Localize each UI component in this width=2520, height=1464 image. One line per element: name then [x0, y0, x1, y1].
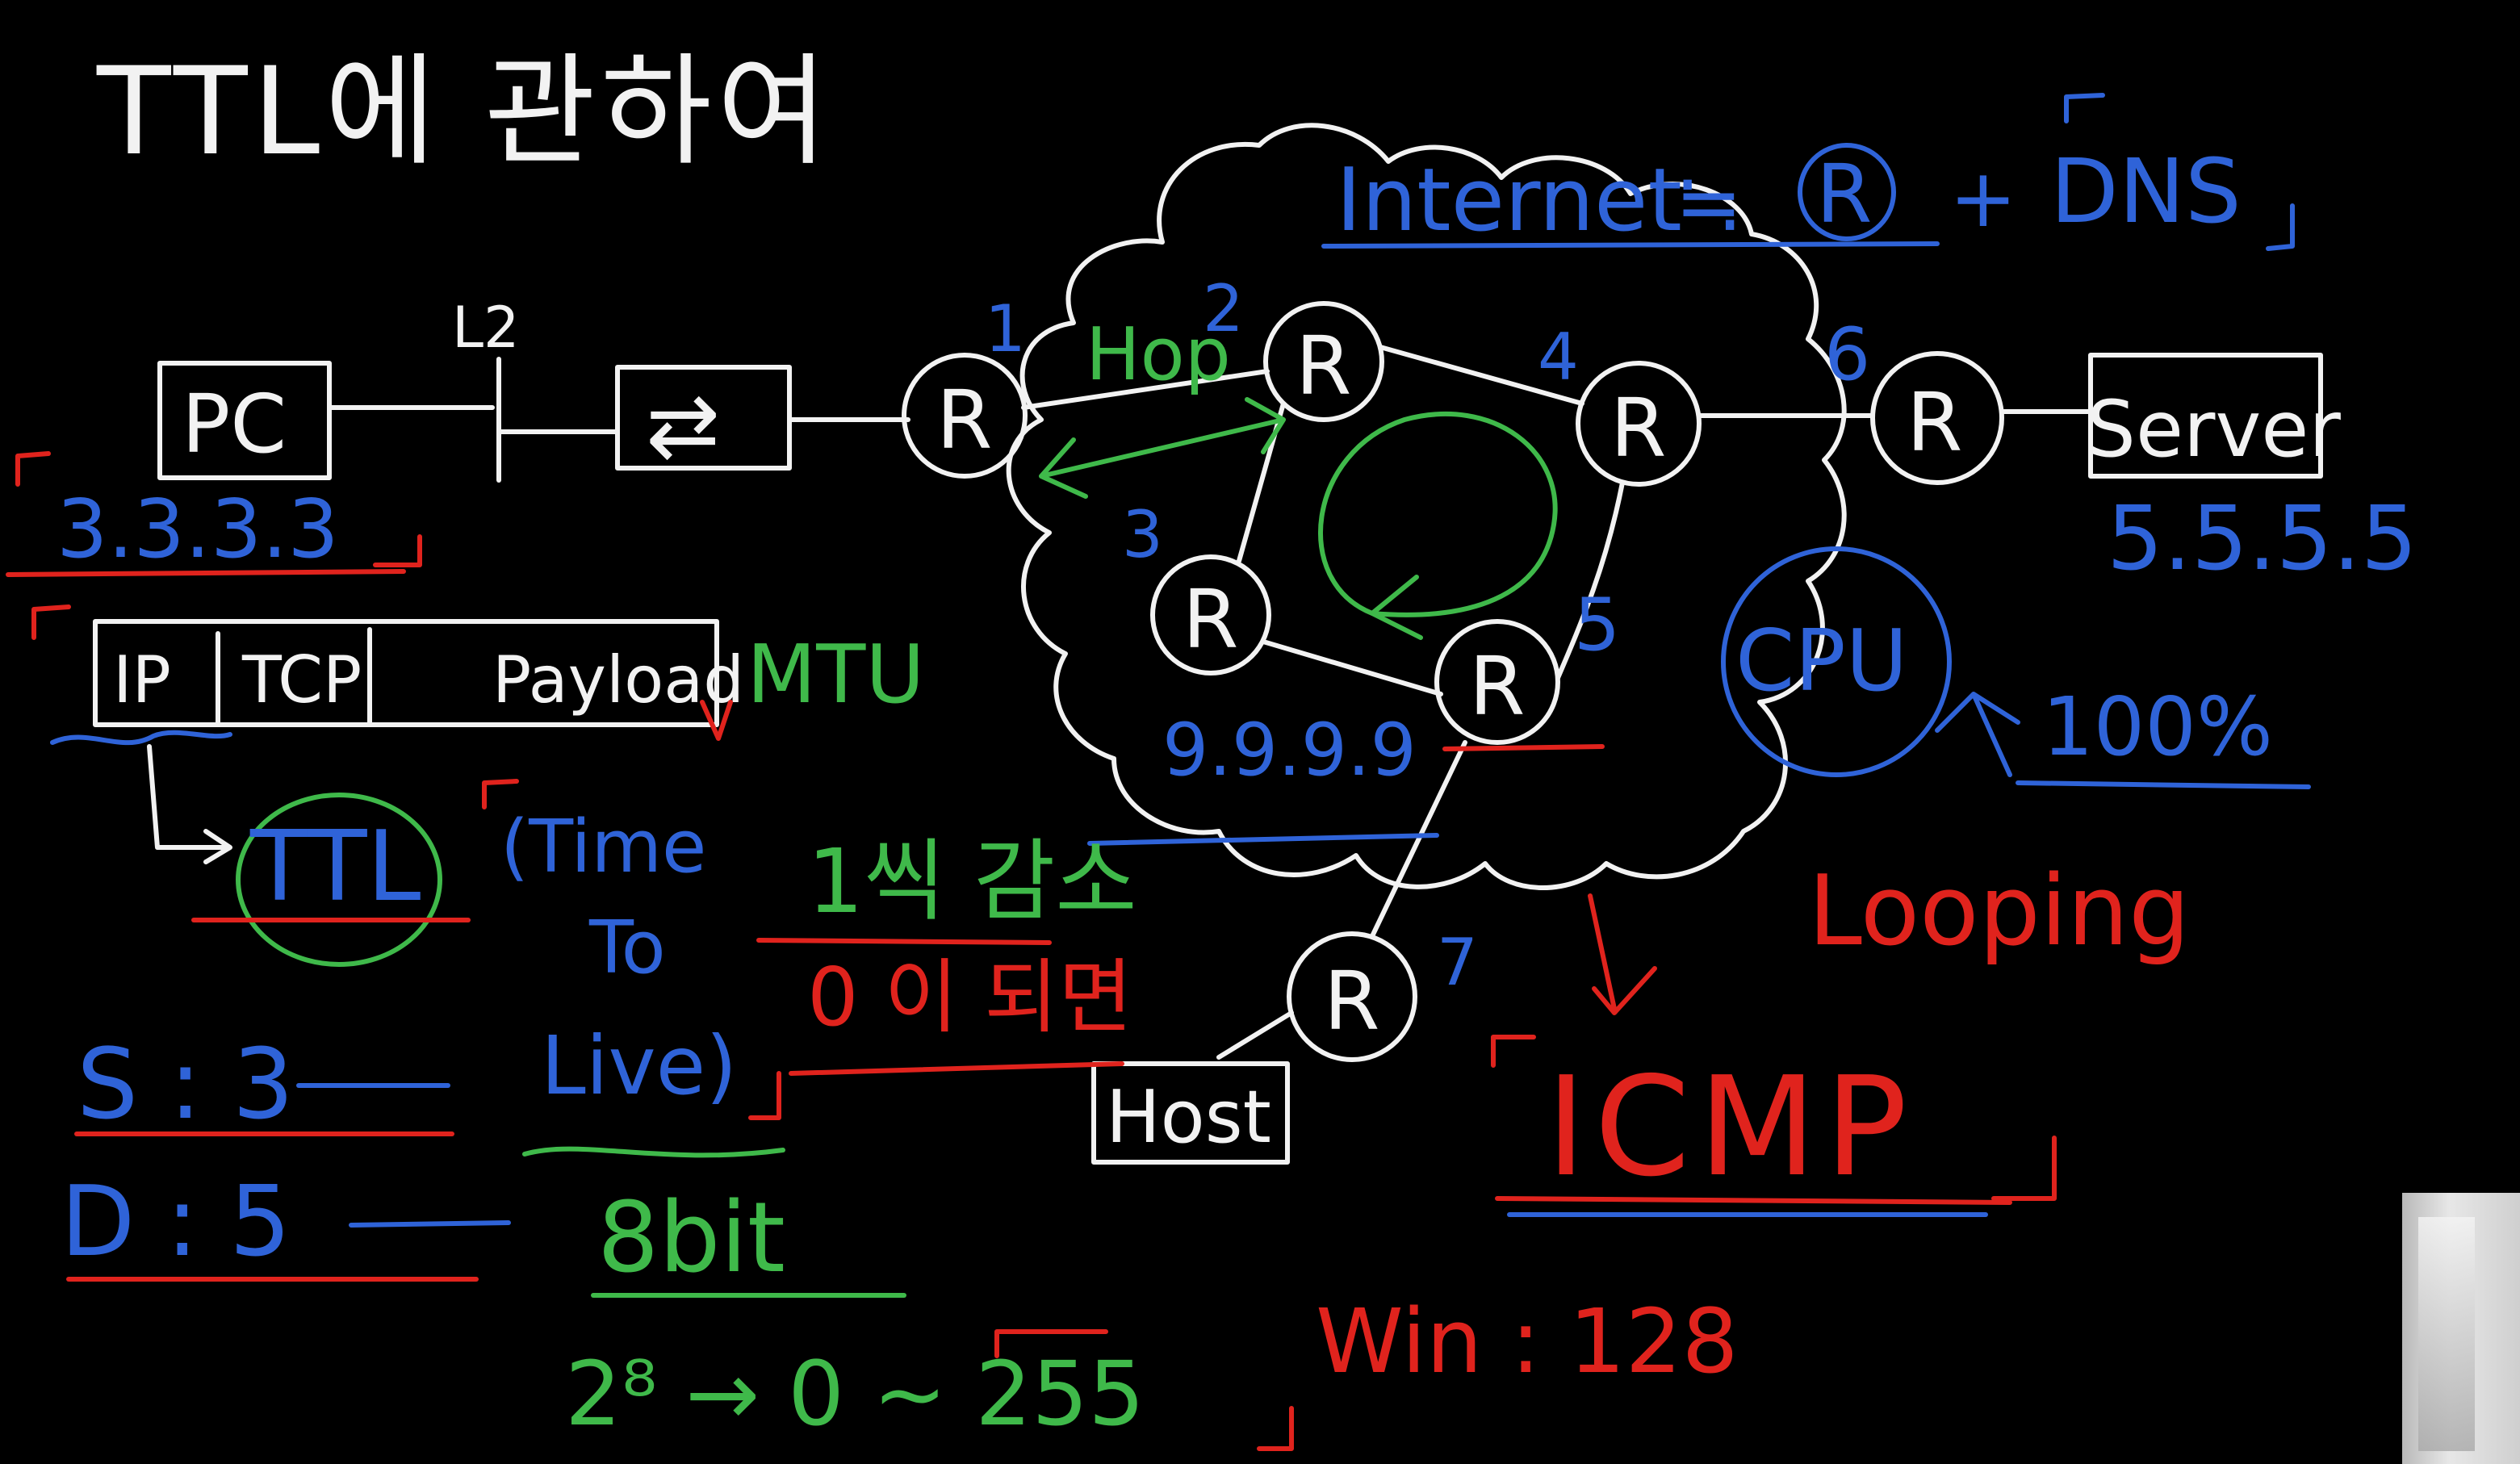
hop-number-4: 4	[1538, 320, 1579, 395]
live-underline	[522, 1146, 785, 1158]
cpu-percent-underline	[2016, 780, 2311, 789]
router-2: R	[1263, 301, 1384, 422]
plus-sign: +	[1949, 151, 2017, 245]
packet-ip: IP	[113, 642, 171, 717]
range-bracket	[994, 1329, 1294, 1451]
router-4: R	[1576, 361, 1702, 487]
router-7: R	[1287, 931, 1417, 1062]
decrement-underline	[756, 938, 1052, 945]
pc-box	[157, 361, 332, 480]
packet-bracket	[31, 604, 71, 640]
internet-router-label: R	[1816, 147, 1872, 241]
host-label: Host	[1106, 1075, 1271, 1160]
source-ttl: S : 3	[77, 1029, 294, 1141]
router-links	[1021, 345, 2093, 1060]
server-ip: 5.5.5.5	[2107, 487, 2417, 590]
ttl-expansion-live: Live)	[541, 1019, 737, 1113]
hop-label: Hop	[1086, 312, 1231, 397]
ttl-pointer-arrow	[147, 744, 232, 864]
router5-ip-underline	[1442, 744, 1605, 751]
pc-ip-bracket	[373, 534, 422, 567]
router-label: R	[1296, 319, 1351, 413]
ttl-circle	[236, 793, 442, 967]
switch-glyph: ⇄	[646, 374, 720, 477]
dns-bracket-close	[2266, 203, 2295, 251]
ip-underline	[50, 730, 232, 746]
internet-underline	[1321, 241, 1940, 249]
icmp-label: ICMP	[1546, 1048, 1915, 1207]
router5-blue-underline	[1087, 833, 1439, 846]
router-label: R	[1610, 381, 1666, 475]
packet-payload-bracket	[700, 700, 733, 741]
packet-dividers	[216, 627, 372, 725]
cpu-circle	[1721, 546, 1952, 777]
cpu-label: CPU	[1735, 612, 1908, 710]
ttl-expansion-time: (Time	[500, 805, 706, 889]
looping-arrow	[1588, 893, 1657, 1015]
pc-ip: 3.3.3.3	[57, 482, 339, 576]
router-label: R	[1324, 954, 1379, 1048]
pc-label: PC	[182, 377, 287, 471]
webcam-figure	[2418, 1217, 2475, 1451]
hop-number-1: 1	[985, 291, 1026, 366]
router-label: R	[1469, 639, 1525, 734]
dest-dash	[349, 1220, 511, 1228]
bits-note: 8bit	[597, 1182, 785, 1295]
l2-label: L2	[452, 295, 520, 361]
dns-bracket-open	[2064, 93, 2105, 123]
pc-to-switch-link	[327, 405, 620, 434]
ttl-abbr: TTL	[249, 811, 421, 923]
approx-sign: ≒	[1675, 155, 1743, 249]
router-label: R	[936, 373, 992, 467]
pc-ip-underline	[6, 569, 406, 577]
range-note: 2⁸ → 0 ~ 255	[565, 1342, 1145, 1445]
hop-number-6: 6	[1824, 312, 1870, 397]
live-bracket	[748, 1071, 781, 1120]
hop-number-5: 5	[1574, 583, 1620, 667]
icmp-bracket-open	[1491, 1035, 1536, 1068]
hop-number-3: 3	[1122, 497, 1163, 572]
ttl-bracket	[482, 779, 519, 809]
hop-number-7: 7	[1437, 925, 1478, 1000]
zero-note: 0 이 되면	[807, 950, 1132, 1044]
zero-underline	[789, 1061, 1124, 1076]
cpu-up-arrow	[1935, 692, 2020, 777]
icmp-bracket-close	[1991, 1136, 2057, 1201]
looping-label: Looping	[1808, 855, 2190, 968]
router-label: R	[1183, 572, 1238, 667]
ttl-expansion-to: To	[588, 906, 666, 990]
dest-ttl: D : 5	[61, 1166, 291, 1278]
internet-cloud	[1006, 123, 1847, 890]
router-3: R	[1150, 554, 1271, 676]
mtu-label: MTU	[747, 627, 925, 722]
dns-label: DNS	[2050, 140, 2242, 243]
router5-ip: 9.9.9.9	[1162, 708, 1417, 793]
server-label: Server	[2087, 384, 2341, 475]
internet-label: Internet	[1336, 150, 1682, 251]
packet-tcp: TCP	[241, 642, 362, 717]
loop-arrow	[1318, 411, 1558, 640]
router-1: R	[902, 353, 1028, 479]
page-title: TTL에 관하여	[96, 42, 833, 182]
host-box	[1091, 1061, 1290, 1165]
webcam-overlay	[2402, 1193, 2520, 1464]
pc-bracket	[15, 451, 51, 487]
win-ttl-label: Win : 128	[1316, 1290, 1739, 1393]
decrement-note: 1씩 감소	[807, 830, 1137, 933]
cpu-percent: 100%	[2042, 680, 2273, 774]
packet-box	[93, 619, 719, 727]
internet-router-circle	[1798, 143, 1896, 241]
server-box	[2088, 353, 2323, 479]
hop-number-2: 2	[1203, 271, 1244, 346]
router-6: R	[1870, 351, 2004, 485]
hop-arrow	[1039, 397, 1286, 499]
icmp-underline-red	[1495, 1196, 2012, 1205]
router-label: R	[1907, 375, 1962, 470]
router-5: R	[1434, 619, 1560, 745]
